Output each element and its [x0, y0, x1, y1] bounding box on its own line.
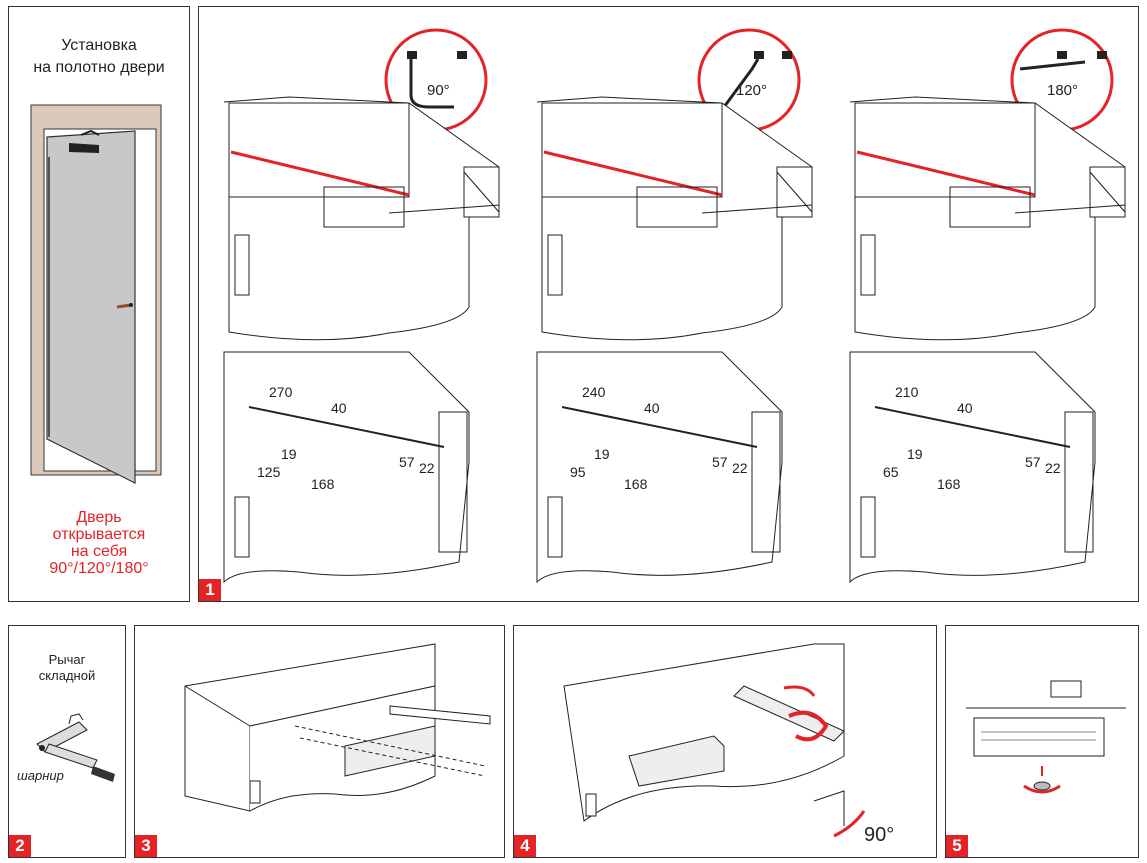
dim-arm-1: 40 — [331, 400, 347, 416]
install-title-line1: Установка — [61, 37, 137, 54]
install-panel: Установка на полотно двери Дверь открыва… — [8, 6, 190, 602]
install-note-3: на себя — [70, 543, 128, 560]
dim-57-2: 57 — [712, 454, 728, 470]
step2-panel: Рычаг складной шарнир 2 — [8, 625, 126, 858]
dim-arm-3: 40 — [957, 400, 973, 416]
install-note-4: 90°/120°/180° — [49, 560, 149, 577]
angle-label-120: 120° — [736, 82, 767, 99]
dim-22-2: 22 — [732, 460, 748, 476]
install-title-line2: на полотно двери — [33, 59, 165, 76]
door-illustration — [30, 104, 162, 484]
step-number-5: 5 — [946, 835, 968, 857]
dim-left-3: 65 — [883, 464, 899, 480]
lever-angle-label: 90° — [864, 824, 894, 846]
dim-body-2: 168 — [624, 476, 648, 492]
dim-top-3: 210 — [895, 384, 919, 400]
dim-57-1: 57 — [399, 454, 415, 470]
dim-22-3: 22 — [1045, 460, 1061, 476]
lever-title-line1: Рычаг — [48, 652, 86, 667]
angle-label-90: 90° — [427, 82, 450, 99]
dim-body-1: 168 — [311, 476, 335, 492]
folding-lever-illustration — [36, 713, 115, 782]
step-number-4: 4 — [514, 835, 536, 857]
adjustment-illustration — [966, 680, 1126, 794]
template-illustrations: 90° 270 40 125 19 168 57 22 — [223, 28, 1126, 584]
install-note-2: открывается — [52, 526, 146, 543]
step4-panel: 90° 4 — [513, 625, 937, 858]
step5-panel: 5 — [945, 625, 1139, 858]
step-number-2: 2 — [9, 835, 31, 857]
dim-h19-2: 19 — [594, 446, 610, 462]
dim-arm-2: 40 — [644, 400, 660, 416]
lever-title-line2: складной — [38, 668, 96, 683]
hinge-label: шарнир — [17, 768, 64, 783]
step1-panel: 90° 270 40 125 19 168 57 22 — [198, 6, 1139, 602]
dim-body-3: 168 — [937, 476, 961, 492]
dim-top-1: 270 — [269, 384, 293, 400]
dim-left-1: 125 — [257, 464, 281, 480]
dim-h19-1: 19 — [281, 446, 297, 462]
mounting-illustration — [184, 643, 491, 812]
lever-attach-illustration: 90° — [563, 643, 894, 846]
dim-top-2: 240 — [582, 384, 606, 400]
dim-57-3: 57 — [1025, 454, 1041, 470]
install-note-1: Дверь — [76, 509, 122, 526]
dim-left-2: 95 — [570, 464, 586, 480]
step3-panel: 3 — [134, 625, 505, 858]
step-number-1: 1 — [199, 579, 221, 601]
step-number-3: 3 — [135, 835, 157, 857]
dim-h19-3: 19 — [907, 446, 923, 462]
angle-label-180: 180° — [1047, 82, 1078, 99]
dim-22-1: 22 — [419, 460, 435, 476]
